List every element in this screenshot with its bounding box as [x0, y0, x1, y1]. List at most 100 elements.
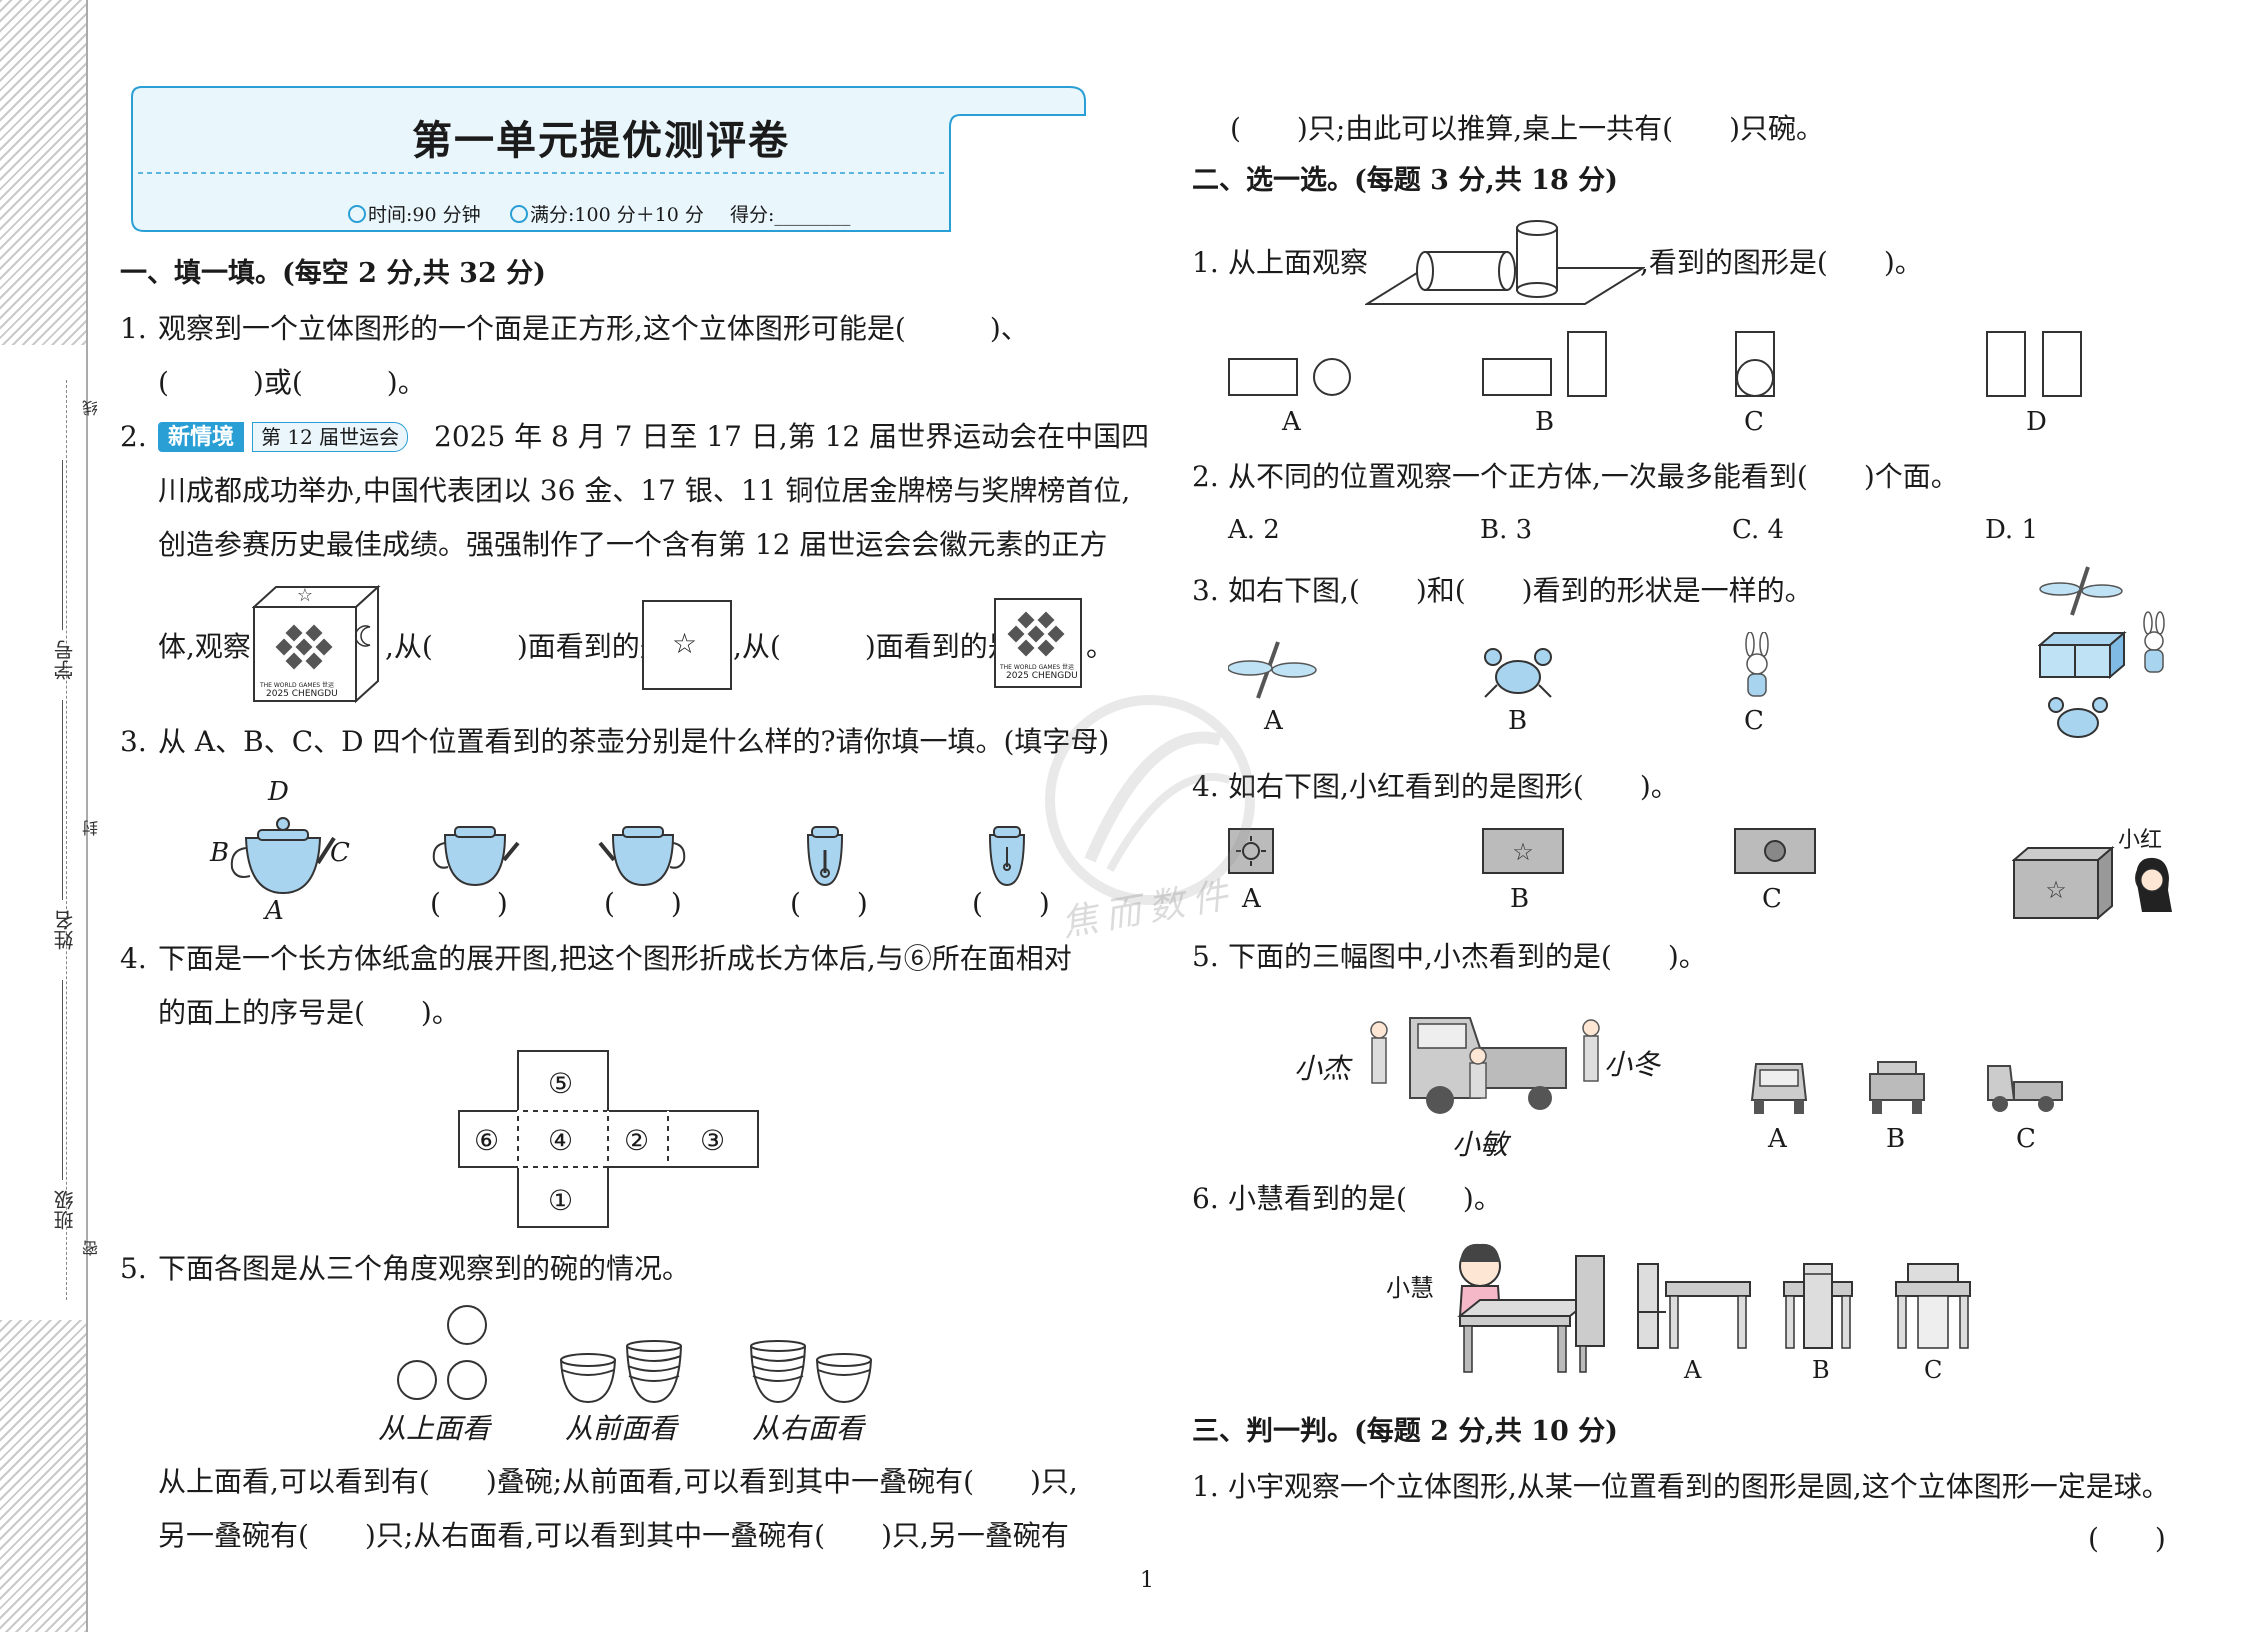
- s2q2-opt-d[interactable]: D. 1: [1985, 515, 2038, 545]
- s2q1-opt-d[interactable]: D: [2026, 407, 2047, 437]
- q2-line4a: 体,观察: [158, 630, 251, 663]
- s2q6-option-a-shape: [1637, 1263, 1751, 1349]
- label-seal: 封: [82, 820, 101, 836]
- logo-square-text1: THE WORLD GAMES 世运: [1000, 664, 1075, 671]
- q4-number: 4.: [120, 942, 147, 975]
- teapot-blank-2[interactable]: ( ): [604, 887, 682, 920]
- q5-line1: 从上面看,可以看到有( )叠碗;从前面看,可以看到其中一叠碗有( )只,: [158, 1465, 1078, 1498]
- view-star-square: [642, 600, 732, 690]
- s2q5-opt-c[interactable]: C: [2016, 1124, 2036, 1154]
- s2q1-opt-c[interactable]: C: [1744, 407, 1764, 437]
- q5-line2: 另一叠碗有( )只;从右面看,可以看到其中一叠碗有( )只,另一叠碗有: [158, 1519, 1069, 1552]
- net-face-6: ⑥: [474, 1124, 500, 1157]
- net-face-5: ⑤: [548, 1067, 574, 1100]
- sec3-header: 三、判一判。(每题 2 分,共 10 分): [1192, 1416, 1618, 1447]
- info-time: 时间:90 分钟: [368, 204, 481, 226]
- s2q1-opt-b[interactable]: B: [1535, 407, 1555, 437]
- teapot-label-c: C: [330, 838, 350, 868]
- dragonfly-icon: [1228, 641, 1317, 699]
- truck-scene: [1370, 1017, 1600, 1114]
- teapot-blank-4[interactable]: ( ): [972, 887, 1050, 920]
- s2q5-option-b-shape: [1869, 1061, 1925, 1114]
- s2q4-option-b-shape: ☆: [1482, 828, 1564, 874]
- net-face-3: ③: [700, 1124, 726, 1157]
- bowls-top-view: [397, 1305, 487, 1400]
- s2q4-option-a-shape: [1228, 828, 1274, 874]
- svg-text:☆: ☆: [1512, 838, 1534, 866]
- s2q4-opt-a[interactable]: A: [1242, 884, 1261, 914]
- margin-hatch-top: [0, 0, 86, 345]
- s2q1-text-a: 从上面观察: [1228, 246, 1369, 279]
- info-full: 满分:100 分＋10 分: [530, 204, 704, 226]
- s2q4-opt-c[interactable]: C: [1762, 884, 1782, 914]
- name-xiaojie: 小杰: [1294, 1052, 1351, 1085]
- star-icon: ☆: [672, 627, 698, 660]
- s2q4-option-c-shape: [1734, 828, 1816, 874]
- svg-text:☆: ☆: [297, 585, 313, 606]
- label-name: 姓名: [53, 910, 77, 950]
- teapot-view-4: [988, 826, 1026, 887]
- blank-id: [62, 460, 63, 630]
- q1-line2: ( )或( )。: [158, 366, 426, 399]
- q2-line3: 创造参赛历史最佳成绩。强强制作了一个含有第 12 届世运会会徽元素的正方: [158, 528, 1108, 561]
- s2q5-opt-b[interactable]: B: [1886, 1124, 1906, 1154]
- s2q2-text: 从不同的位置观察一个正方体,一次最多能看到( )个面。: [1228, 460, 1959, 493]
- cylinders-on-table: [1365, 220, 1645, 305]
- s2q3-opt-a[interactable]: A: [1264, 706, 1283, 736]
- s2q4-opt-b[interactable]: B: [1510, 884, 1530, 914]
- s2q3-opt-c[interactable]: C: [1744, 706, 1764, 736]
- s3q1-number: 1.: [1192, 1470, 1219, 1503]
- cubes-scene: [2038, 566, 2165, 738]
- caption-right: 从右面看: [752, 1412, 865, 1445]
- net-face-1: ①: [548, 1184, 574, 1217]
- s2q4-text: 如右下图,小红看到的是图形( )。: [1228, 770, 1679, 803]
- svg-text:☆: ☆: [2045, 876, 2067, 904]
- s2q5-option-c-shape: [1987, 1065, 2063, 1112]
- sec1-header: 一、填一填。(每空 2 分,共 32 分): [120, 258, 546, 289]
- s2q3-opt-b[interactable]: B: [1508, 706, 1528, 736]
- bowls-right-view: [750, 1340, 872, 1404]
- crab-icon: [1484, 648, 1552, 698]
- s2q6-opt-a[interactable]: A: [1684, 1356, 1702, 1384]
- page-number: 1: [1140, 1568, 1154, 1593]
- tag-new-context: 新情境: [158, 422, 245, 452]
- logo-square-text2: 2025 CHENGDU: [1006, 671, 1078, 681]
- s2q1-option-a-shape: [1228, 358, 1351, 396]
- q2-line4b: ,从( )面看到的是: [385, 630, 668, 663]
- s2q1-opt-a[interactable]: A: [1282, 407, 1301, 437]
- logo-cube: ☆: [252, 585, 381, 704]
- blank-class: [62, 980, 63, 1180]
- info-score: 得分:________: [730, 204, 851, 226]
- title-frame: [131, 86, 1086, 232]
- tag-world-games: 第 12 届世运会: [252, 422, 409, 452]
- teapot-view-3: [806, 826, 844, 887]
- s2q5-text: 下面的三幅图中,小杰看到的是( )。: [1228, 940, 1707, 973]
- teapot-blank-3[interactable]: ( ): [790, 887, 868, 920]
- s2q3-text: 如右下图,( )和( )看到的形状是一样的。: [1228, 574, 1813, 607]
- q4-line2: 的面上的序号是( )。: [158, 996, 460, 1029]
- s2q1-option-b-shape: [1482, 331, 1607, 397]
- s2q2-opt-a[interactable]: A. 2: [1228, 515, 1280, 545]
- q2-line2: 川成都成功举办,中国代表团以 36 金、17 银、11 铜位居金牌榜与奖牌榜首位…: [158, 474, 1131, 507]
- s2q6-option-b-shape: [1783, 1263, 1853, 1349]
- q3-number: 3.: [120, 725, 147, 758]
- s2q6-text: 小慧看到的是( )。: [1228, 1182, 1502, 1215]
- teapot-blank-1[interactable]: ( ): [430, 887, 508, 920]
- s2q2-opt-c[interactable]: C. 4: [1732, 515, 1785, 545]
- margin-hatch-bottom: [0, 1320, 86, 1632]
- label-line: 线: [82, 400, 101, 416]
- s2q6-opt-b[interactable]: B: [1812, 1356, 1830, 1384]
- logo-cube-text1: THE WORLD GAMES 世运: [260, 682, 335, 689]
- s2q2-number: 2.: [1192, 460, 1219, 493]
- teapot-main: [230, 817, 336, 895]
- girl-label-xiaohong: 小红: [2118, 828, 2163, 853]
- s2q5-opt-a[interactable]: A: [1768, 1124, 1787, 1154]
- teapot-label-b: B: [210, 838, 230, 868]
- s2q2-opt-b[interactable]: B. 3: [1480, 515, 1533, 545]
- s3q1-blank[interactable]: ( ): [2088, 1522, 2166, 1555]
- label-class: 班级: [53, 1190, 77, 1230]
- label-id: 学号: [53, 640, 77, 680]
- rabbit-icon: [1745, 632, 1769, 697]
- q1-line1: 观察到一个立体图形的一个面是正方形,这个立体图形可能是( )、: [158, 312, 1029, 345]
- s2q6-opt-c[interactable]: C: [1924, 1356, 1943, 1384]
